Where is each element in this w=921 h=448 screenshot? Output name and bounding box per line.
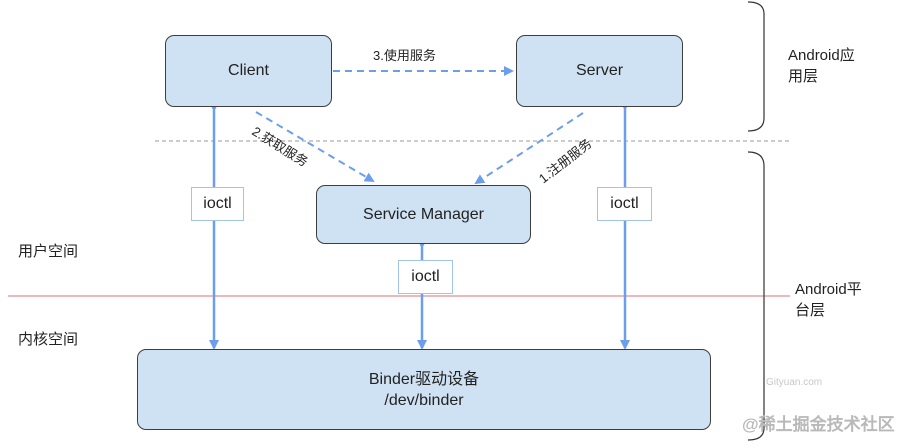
android-app-layer-brace xyxy=(747,1,765,132)
binder-driver-label: Binder驱动设备 xyxy=(368,370,480,388)
ioctl-text: ioctl xyxy=(203,195,232,212)
kernel-space-label: 内核空间 xyxy=(18,331,79,348)
binder-device-path: /dev/binder xyxy=(384,391,464,409)
ioctl-label-client: ioctl xyxy=(191,187,244,221)
android-app-layer-label: Android应 用层 xyxy=(788,45,855,87)
client-node: Client xyxy=(165,35,332,107)
server-node: Server xyxy=(516,35,683,107)
client-label: Client xyxy=(228,62,269,79)
ioctl-text: ioctl xyxy=(411,268,440,285)
user-space-label: 用户空间 xyxy=(18,243,79,260)
ioctl-text: ioctl xyxy=(610,195,639,212)
binder-driver-node: Binder驱动设备 /dev/binder xyxy=(137,349,711,430)
android-platform-layer-label: Android平 台层 xyxy=(795,279,862,321)
android-app-layer-line2: 用层 xyxy=(788,68,819,85)
register-service-arrow xyxy=(474,112,584,185)
server-label: Server xyxy=(575,62,624,79)
use-service-label: 3.使用服务 xyxy=(373,48,436,63)
android-platform-layer-line1: Android平 xyxy=(795,281,862,298)
service-manager-node: Service Manager xyxy=(316,185,531,244)
android-app-layer-line1: Android应 xyxy=(788,47,855,64)
gityuan-watermark: Gityuan.com xyxy=(766,377,823,388)
android-platform-layer-line2: 台层 xyxy=(795,302,826,319)
juejin-watermark: @稀土掘金技术社区 xyxy=(742,415,895,434)
ioctl-label-server: ioctl xyxy=(597,187,652,221)
ioctl-label-service-manager: ioctl xyxy=(398,260,453,294)
get-service-arrow xyxy=(255,111,375,183)
service-manager-label: Service Manager xyxy=(363,205,484,223)
android-platform-layer-brace xyxy=(747,151,765,441)
